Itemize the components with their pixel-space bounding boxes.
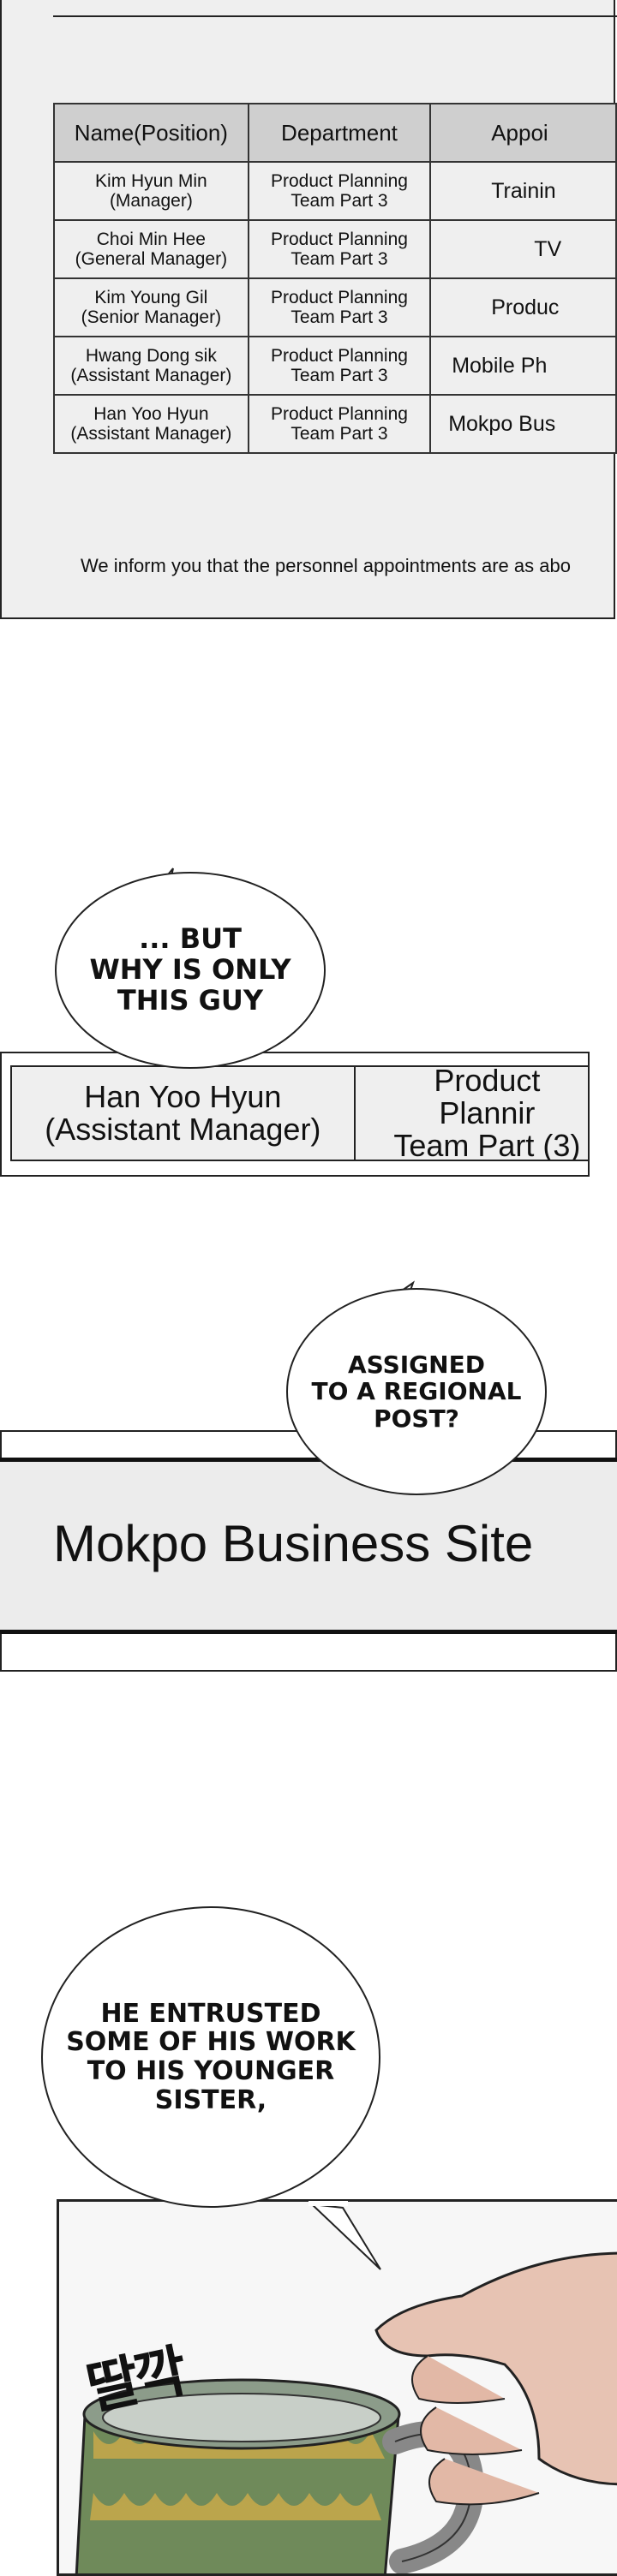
cell-appointment: Mokpo Bus xyxy=(429,394,617,454)
cell-department: Product Planning Team Part 3 xyxy=(247,394,432,454)
table-row: Kim Hyun Min (Manager) Product Planning … xyxy=(53,161,617,221)
header-department: Department xyxy=(247,103,432,163)
cell-department: Product Planning Team Part 3 xyxy=(247,161,432,221)
zoomed-table-row: Han Yoo Hyun (Assistant Manager) Product… xyxy=(10,1065,590,1161)
cell-name: Han Yoo Hyun (Assistant Manager) xyxy=(53,394,249,454)
cell-department: Product Planning Team Part 3 xyxy=(247,219,432,279)
document-rule xyxy=(53,15,617,17)
table-row: Choi Min Hee (General Manager) Product P… xyxy=(53,219,617,279)
header-appointment: Appoi xyxy=(429,103,617,163)
appointment-notice: We inform you that the personnel appoint… xyxy=(81,555,571,576)
table-row: Han Yoo Hyun (Assistant Manager) Product… xyxy=(53,394,617,454)
zoomed-name-cell: Han Yoo Hyun (Assistant Manager) xyxy=(12,1067,356,1160)
zoomed-department-cell: Product Plannir Team Part (3) xyxy=(393,1067,581,1160)
cell-appointment: TV xyxy=(429,219,617,279)
cell-department: Product Planning Team Part 3 xyxy=(247,277,432,337)
cell-name: Hwang Dong sik (Assistant Manager) xyxy=(53,336,249,396)
cell-name: Kim Young Gil (Senior Manager) xyxy=(53,277,249,337)
speech-bubble-3: HE ENTRUSTED SOME OF HIS WORK TO HIS YOU… xyxy=(41,1906,380,2208)
table-row: Hwang Dong sik (Assistant Manager) Produ… xyxy=(53,336,617,396)
cell-name: Choi Min Hee (General Manager) xyxy=(53,219,249,279)
cell-department: Product Planning Team Part 3 xyxy=(247,336,432,396)
header-name: Name(Position) xyxy=(53,103,249,163)
bubble-tail xyxy=(308,2201,381,2270)
cell-name: Kim Hyun Min (Manager) xyxy=(53,161,249,221)
business-site-name: Mokpo Business Site xyxy=(53,1515,534,1572)
panel-4-frame xyxy=(57,2199,617,2576)
speech-bubble-text: ... BUT WHY IS ONLY THIS GUY xyxy=(89,922,291,1017)
speech-bubble-1: ... BUT WHY IS ONLY THIS GUY xyxy=(55,872,326,1069)
cell-appointment: Produc xyxy=(429,277,617,337)
table-header-row: Name(Position) Department Appoi xyxy=(53,103,617,163)
site-name-band xyxy=(0,1458,617,1634)
appointment-table: Name(Position) Department Appoi Kim Hyun… xyxy=(53,103,617,454)
hand-holding-mug-illustration xyxy=(75,2251,617,2573)
cell-appointment: Trainin xyxy=(429,161,617,221)
speech-bubble-text: ASSIGNED TO A REGIONAL POST? xyxy=(311,1350,522,1433)
speech-bubble-2: ASSIGNED TO A REGIONAL POST? xyxy=(286,1288,547,1495)
table-row: Kim Young Gil (Senior Manager) Product P… xyxy=(53,277,617,337)
cell-appointment: Mobile Ph xyxy=(429,336,617,396)
speech-bubble-text: HE ENTRUSTED SOME OF HIS WORK TO HIS YOU… xyxy=(66,1998,356,2115)
